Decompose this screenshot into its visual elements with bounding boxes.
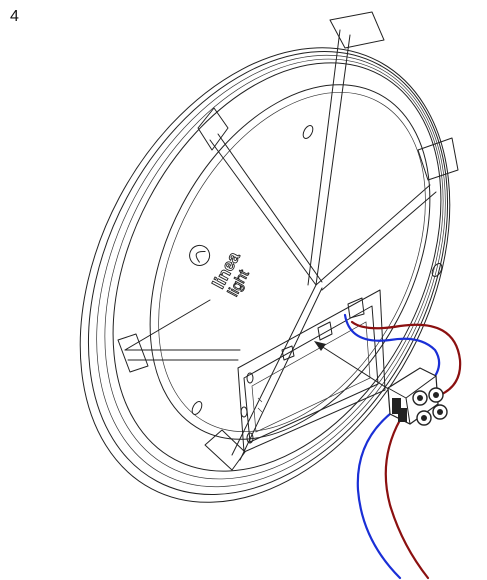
terminal-housing (237, 289, 386, 453)
step-number: 4 (10, 8, 19, 25)
screw-holes (191, 125, 443, 415)
lamp-logo-icon (189, 244, 211, 266)
terminal-connector (387, 367, 448, 426)
wire-red (350, 320, 462, 580)
insert-arrow-icon (314, 341, 391, 391)
back-plate (149, 84, 431, 440)
fixture-rim (79, 47, 451, 503)
wire-blue (343, 313, 441, 580)
brand-logo: linea light (189, 244, 253, 300)
support-ribs (124, 29, 437, 461)
